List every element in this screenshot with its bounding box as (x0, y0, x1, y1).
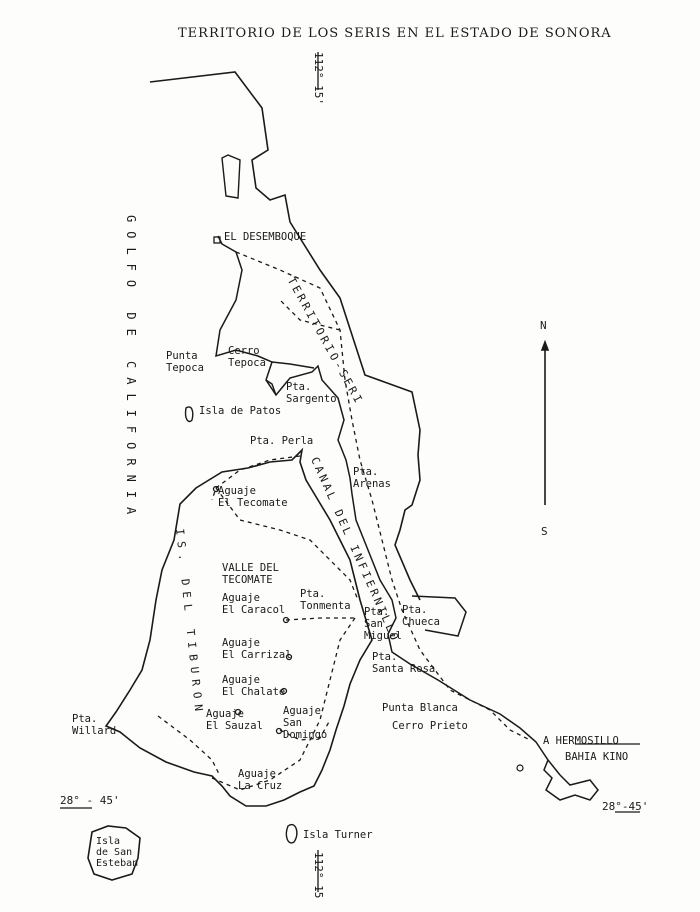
label-pta-tonmenta: Pta. Tonmenta (300, 588, 351, 612)
label-aguaje-el-chalate: Aguaje El Chalate (222, 674, 286, 698)
label-pta-chueca: Pta. Chueca (402, 604, 440, 628)
chueca-rectangle (411, 595, 467, 637)
tepoca-inlet (265, 361, 315, 396)
gulf-label: GOLFO DE CALIFORNIA (124, 215, 138, 524)
label-valle-del-tecomate: VALLE DEL TECOMATE (222, 562, 279, 586)
lon-top-label: 112°-15' (312, 52, 325, 105)
lon-bottom-label: 112°-15 (312, 852, 325, 899)
mainland-coast (215, 235, 561, 776)
lat-right-label: 28°-45' (602, 800, 649, 813)
label-pta-willard: Pta. Willard (72, 713, 117, 737)
chalate-marker (280, 687, 288, 695)
carrizal-marker (285, 653, 293, 661)
label-el-desemboque: EL DESEMBOQUE (224, 231, 307, 243)
label-pta-arenas: Pta. Arenas (353, 466, 391, 490)
tecomate-marker (212, 485, 220, 493)
label-a-hermosillo: A HERMOSILLO (543, 735, 619, 747)
trail-tecomate-west (211, 455, 301, 501)
territory-boundary (149, 71, 421, 601)
sauzal-marker (234, 708, 242, 716)
label-isla-turner: Isla Turner (303, 829, 373, 841)
compass-arrow (540, 339, 550, 505)
trail-mainland (279, 299, 341, 331)
label-aguaje-el-carrizal: Aguaje El Carrizal (222, 637, 292, 661)
lat-left-label: 28° - 45' (60, 794, 120, 807)
label-pta-san-miguel: Pta. San Miguel (364, 606, 402, 642)
trails (157, 251, 531, 791)
map-title: TERRITORIO DE LOS SERIS EN EL ESTADO DE … (178, 26, 612, 41)
trail-san-domingo (279, 719, 331, 741)
trail-caracol (285, 617, 355, 621)
label-punta-tepoca: Punta Tepoca (166, 350, 204, 374)
label-isla-de-patos: Isla de Patos (199, 405, 282, 417)
label-aguaje-la-cruz: Aguaje La Cruz (238, 768, 283, 792)
trail-sauzal (157, 715, 221, 777)
isla-san-esteban-shape (87, 825, 141, 881)
tiburon-island (104, 447, 373, 807)
trail-interior (211, 617, 356, 791)
domingo-marker (275, 727, 283, 735)
kino-coast (543, 759, 599, 801)
compass-south: S (541, 525, 548, 538)
isla-de-patos-shape (184, 406, 194, 423)
desemboque-marker (213, 236, 221, 244)
caracol-marker (282, 616, 290, 624)
label-aguaje-el-sauzal: Aguaje El Sauzal (206, 708, 263, 732)
label-aguaje-san-domingo: Aguaje San Domingo (283, 705, 328, 741)
trail-coast-road (235, 251, 531, 741)
label-aguaje-el-tecomate: Aguaje El Tecomate (218, 485, 288, 509)
label-isla-de-san-esteban: Isla de San Esteban (96, 836, 139, 869)
label-cerro-tepoca: Cerro Tepoca (228, 345, 266, 369)
label-pta-sargento: Pta. Sargento (286, 381, 337, 405)
label-pta-perla: Pta. Perla (250, 435, 314, 447)
trail-tecomate-east (215, 487, 359, 601)
label-cerro-prieto: Cerro Prieto (392, 720, 468, 732)
label-bahia-kino: BAHIA KINO (565, 751, 629, 763)
isla-turner-shape (285, 823, 298, 844)
label-aguaje-el-caracol: Aguaje El Caracol (222, 592, 286, 616)
kino-islet (516, 764, 524, 772)
label-pta-santa-rosa: Pta. Santa Rosa (372, 651, 436, 675)
territory-notch-1 (221, 154, 241, 199)
label-punta-blanca: Punta Blanca (382, 702, 458, 714)
compass-north: N (540, 319, 547, 332)
